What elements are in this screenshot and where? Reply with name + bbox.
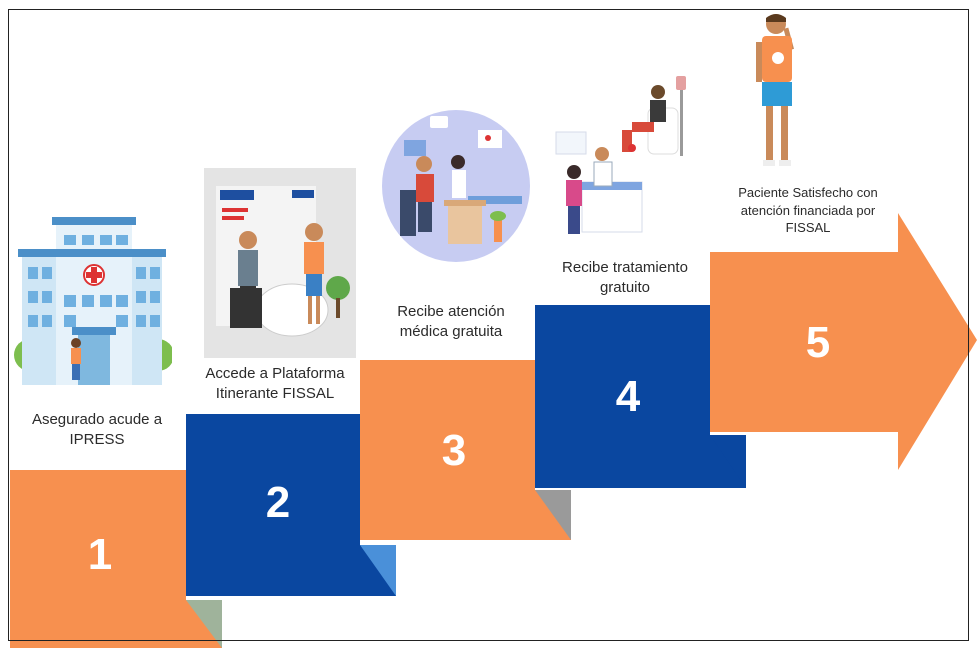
- step-4-label-line-2: gratuito: [599, 279, 651, 297]
- step-1-label-line-2: IPRESS: [69, 431, 125, 449]
- step-5-label-line-2: atención financiada por: [740, 202, 876, 218]
- step-5-label: Paciente Satisfecho con atención financi…: [718, 184, 898, 237]
- step-1-label-line-1: Asegurado acude a: [31, 411, 163, 428]
- step-4-number: 4: [615, 372, 641, 421]
- doctor-consultation-icon: [382, 110, 530, 262]
- step-5-label-line-3: FISSAL: [785, 220, 831, 236]
- treatment-icon: [555, 76, 686, 234]
- step-2-label-line-1: Accede a Plataforma: [205, 365, 345, 382]
- step-3-block: [360, 360, 571, 540]
- step-3-label-line-1: Recibe atención: [397, 303, 505, 320]
- hospital-icon: [14, 217, 172, 385]
- step-4-block: [535, 305, 746, 488]
- step-1-number: 1: [87, 530, 113, 579]
- step-2-label: Accede a Plataforma Itinerante FISSAL: [190, 364, 360, 405]
- itinerant-platform-icon: [204, 168, 356, 358]
- satisfied-patient-icon: [756, 14, 795, 166]
- step-2-label-line-2: Itinerante FISSAL: [215, 385, 335, 403]
- step-3-number: 3: [441, 426, 467, 475]
- step-3-label-line-2: médica gratuita: [399, 323, 503, 341]
- step-5-label-line-1: Paciente Satisfecho con: [738, 185, 878, 200]
- step-3-label: Recibe atención médica gratuita: [366, 302, 536, 343]
- step-2-block: [186, 414, 396, 596]
- step-1-block: [10, 470, 222, 648]
- step-4-label-line-1: Recibe tratamiento: [562, 259, 688, 276]
- step-4-label: Recibe tratamiento gratuito: [540, 258, 710, 299]
- step-5-number: 5: [805, 318, 831, 367]
- step-5-arrow: [710, 213, 977, 470]
- step-1-label: Asegurado acude a IPRESS: [12, 410, 182, 451]
- step-2-number: 2: [265, 478, 291, 527]
